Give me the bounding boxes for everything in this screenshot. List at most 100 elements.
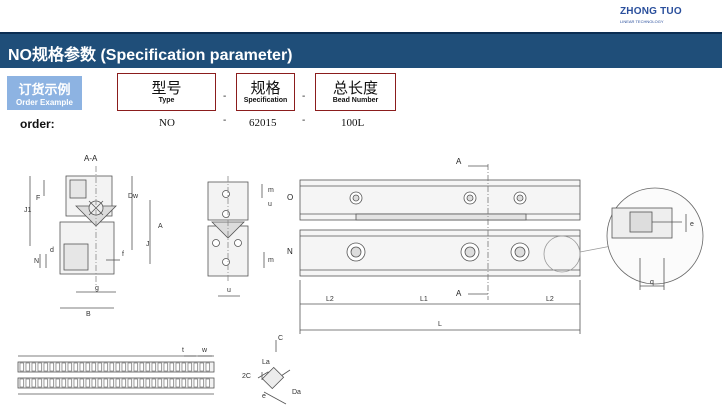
dim-a: A <box>158 223 163 230</box>
cage-roller <box>55 378 60 388</box>
order-example-zh: 订货示例 <box>18 82 71 97</box>
cage-roller <box>43 362 48 372</box>
cage-roller <box>121 378 126 388</box>
dim-2c: 2C <box>242 373 251 380</box>
cage-roller <box>49 378 54 388</box>
dim-l2-right: L2 <box>546 296 554 303</box>
dim-j1: J1 <box>24 207 32 214</box>
company-logo: ZHONG TUO LINEAR TECHNOLOGY <box>620 6 682 28</box>
separator: - <box>302 115 306 126</box>
dim-l: L <box>438 321 442 328</box>
cage-roller <box>37 378 42 388</box>
cage-roller <box>97 378 102 388</box>
view-o-label: O <box>287 193 293 202</box>
cage-roller <box>187 378 192 388</box>
cage-roller <box>127 378 132 388</box>
cage-rollers-top <box>19 362 210 372</box>
dim-l1: L1 <box>420 296 428 303</box>
cage-roller <box>25 362 30 372</box>
logo-subtext: LINEAR TECHNOLOGY <box>620 19 664 24</box>
cage-roller <box>145 362 150 372</box>
dim-b: B <box>86 311 91 318</box>
order-length-value: 100L <box>341 117 365 129</box>
cage-roller <box>43 378 48 388</box>
dim-e-detail: e <box>690 221 694 228</box>
cage-roller <box>139 378 144 388</box>
order-example-badge: 订货示例 Order Example <box>7 76 82 110</box>
cage-roller <box>163 362 168 372</box>
cage-roller <box>103 378 108 388</box>
dim-t: t <box>182 347 184 354</box>
cage-roller <box>127 362 132 372</box>
page-title: NO规格参数 (Specification parameter) <box>8 47 293 64</box>
dim-dw: Dw <box>128 193 139 200</box>
dim-j: J <box>146 241 150 248</box>
cage-roller <box>139 362 144 372</box>
cage-roller <box>169 362 174 372</box>
cage-rollers-bottom <box>19 378 210 388</box>
separator: - <box>302 91 306 102</box>
cage-roller <box>19 378 24 388</box>
dim-da: Da <box>292 389 301 396</box>
dim-f-small: f <box>122 251 124 258</box>
cage-roller <box>187 362 192 372</box>
code-box-type-zh: 型号 <box>151 80 182 97</box>
cage-roller <box>175 378 180 388</box>
cage-roller <box>205 362 210 372</box>
cage-roller <box>85 362 90 372</box>
code-box-type-en: Type <box>158 97 175 104</box>
cage-roller <box>199 378 204 388</box>
cage-roller <box>79 378 84 388</box>
cage-roller <box>145 378 150 388</box>
code-box-spec-zh: 规格 <box>250 80 281 97</box>
header-bar: NO规格参数 (Specification parameter) <box>0 32 722 68</box>
dim-q: q <box>650 279 654 286</box>
cage-roller <box>157 378 162 388</box>
dim-u-side: u <box>268 201 272 208</box>
cage-roller <box>37 362 42 372</box>
cage-roller <box>85 378 90 388</box>
code-box-spec: 规格 Specification <box>236 73 295 111</box>
code-box-length: 总长度 Bead Number <box>315 73 396 111</box>
cage-roller <box>19 362 24 372</box>
cage-roller <box>61 378 66 388</box>
cage-roller <box>115 378 120 388</box>
cage-roller <box>97 362 102 372</box>
section-a-bottom: A <box>456 289 462 298</box>
dim-l2-left: L2 <box>326 296 334 303</box>
cage-roller <box>31 378 36 388</box>
dim-m-top: m <box>268 187 274 194</box>
cage-roller <box>151 362 156 372</box>
cage-roller <box>31 362 36 372</box>
order-example-en: Order Example <box>16 98 73 107</box>
cage-roller <box>205 378 210 388</box>
cage-roller <box>193 378 198 388</box>
logo-text: ZHONG TUO <box>620 6 682 17</box>
cage-roller <box>193 362 198 372</box>
cage-roller <box>133 378 138 388</box>
dim-n: N <box>34 258 39 265</box>
cage-roller <box>199 362 204 372</box>
dim-c: C <box>278 335 283 342</box>
separator: - <box>223 91 227 102</box>
cage-roller <box>103 362 108 372</box>
order-type-value: NO <box>159 117 175 129</box>
order-spec-value: 62015 <box>249 117 277 129</box>
cage-roller <box>181 378 186 388</box>
dim-u: u <box>227 287 231 294</box>
cage-roller <box>73 362 78 372</box>
cage-roller <box>79 362 84 372</box>
cage-roller <box>91 378 96 388</box>
cage-roller <box>169 378 174 388</box>
cage-roller <box>67 362 72 372</box>
dim-g: g <box>95 285 99 292</box>
side-view <box>299 164 623 334</box>
cage-roller <box>181 362 186 372</box>
cage-roller <box>121 362 126 372</box>
section-aa-label: A-A <box>84 154 98 163</box>
end-view <box>207 176 265 297</box>
separator: - <box>223 115 227 126</box>
cage-roller <box>175 362 180 372</box>
cage-roller <box>133 362 138 372</box>
